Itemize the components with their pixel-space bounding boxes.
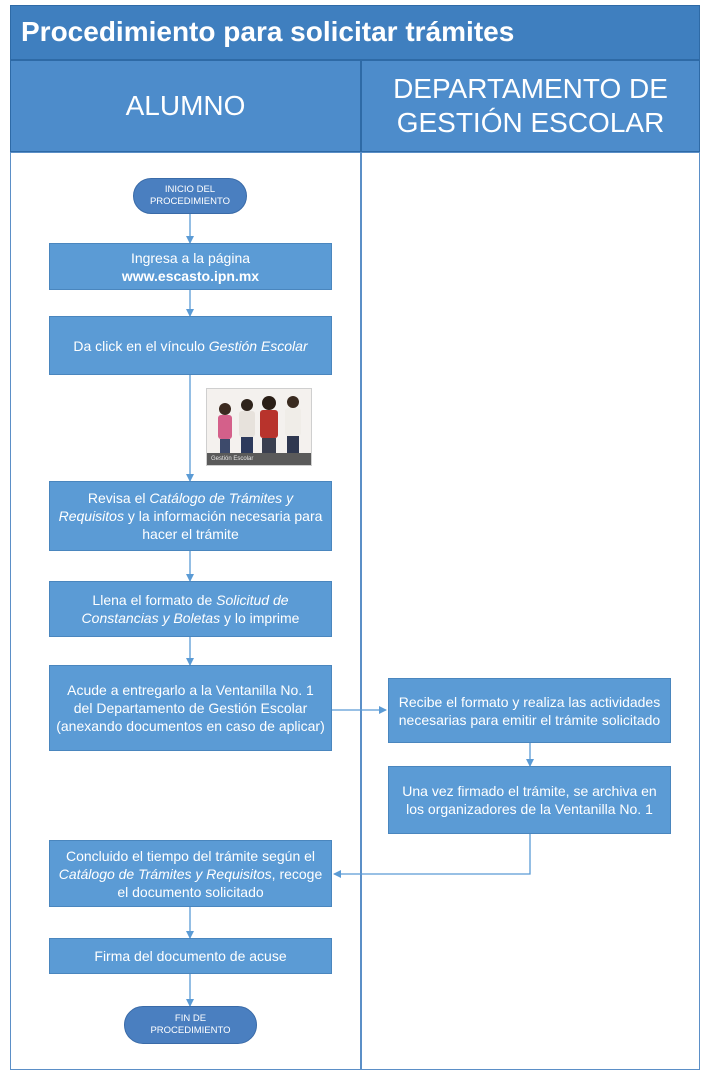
- step-acude-ventanilla: Acude a entregarlo a la Ventanilla No. 1…: [49, 665, 332, 751]
- start-line1: INICIO DEL: [164, 184, 216, 195]
- step-5-text: Acude a entregarlo a la Ventanilla No. 1…: [56, 682, 325, 734]
- step-ingresa-pagina: Ingresa a la página www.escasto.ipn.mx: [49, 243, 332, 290]
- step-recibe-formato: Recibe el formato y realiza las activida…: [388, 678, 671, 743]
- lane-header-alumno: ALUMNO: [10, 60, 361, 152]
- end-terminator: FIN DE PROCEDIMIENTO: [124, 1006, 257, 1044]
- page-title: Procedimiento para solicitar trámites: [10, 5, 700, 60]
- students-photo: Gestión Escolar: [206, 388, 312, 466]
- step-llena-formato: Llena el formato de Solicitud de Constan…: [49, 581, 332, 637]
- step-4-text-a: Llena el formato de: [92, 592, 217, 608]
- step-8-italic: Catálogo de Trámites y Requisitos: [58, 865, 272, 882]
- arrow-s7-to-s8: [333, 834, 531, 878]
- step-recoge-documento: Concluido el tiempo del trámite según el…: [49, 840, 332, 907]
- step-4-italic: Solicitud de Constancias y Boletas: [81, 592, 289, 626]
- photo-caption: Gestión Escolar: [207, 453, 311, 465]
- step-3-text-a: Revisa el: [87, 490, 150, 506]
- start-terminator: INICIO DEL PROCEDIMIENTO: [133, 178, 247, 214]
- step-3-italic: Catálogo de Trámites y Requisitos: [58, 490, 294, 524]
- lane-body-departamento: [361, 152, 700, 1070]
- step-firma-acuse: Firma del documento de acuse: [49, 938, 332, 974]
- start-line2: PROCEDIMIENTO: [149, 196, 231, 207]
- step-1-url: www.escasto.ipn.mx: [121, 267, 260, 284]
- step-8-text-b: , recoge el documento solicitado: [117, 865, 323, 900]
- step-revisa-catalogo: Revisa el Catálogo de Trámites y Requisi…: [49, 481, 332, 551]
- lane-label-departamento: DEPARTAMENTO DE GESTIÓN ESCOLAR: [393, 73, 668, 138]
- step-9-text: Firma del documento de acuse: [94, 948, 287, 964]
- step-1-text: Ingresa a la página: [130, 249, 251, 266]
- end-line2: PROCEDIMIENTO: [150, 1025, 231, 1036]
- step-4-text-b: y lo imprime: [220, 610, 300, 626]
- step-2-text: Da click en el vínculo: [73, 337, 209, 354]
- step-6-text: Recibe el formato y realiza las activida…: [398, 693, 661, 728]
- step-2-italic: Gestión Escolar: [208, 337, 308, 354]
- end-line1: FIN DE: [174, 1013, 207, 1024]
- step-8-text-a: Concluido el tiempo del trámite según el: [65, 847, 316, 864]
- step-7-text: Una vez firmado el trámite, se archiva e…: [402, 783, 657, 817]
- step-3-text-b: y la información necesaria para hacer el…: [123, 508, 323, 542]
- students-illustration: [207, 389, 311, 455]
- step-archiva-tramite: Una vez firmado el trámite, se archiva e…: [388, 766, 671, 834]
- lane-label-alumno: ALUMNO: [125, 90, 246, 121]
- step-click-vinculo: Da click en el vínculo Gestión Escolar: [49, 316, 332, 375]
- lane-header-departamento: DEPARTAMENTO DE GESTIÓN ESCOLAR: [361, 60, 700, 152]
